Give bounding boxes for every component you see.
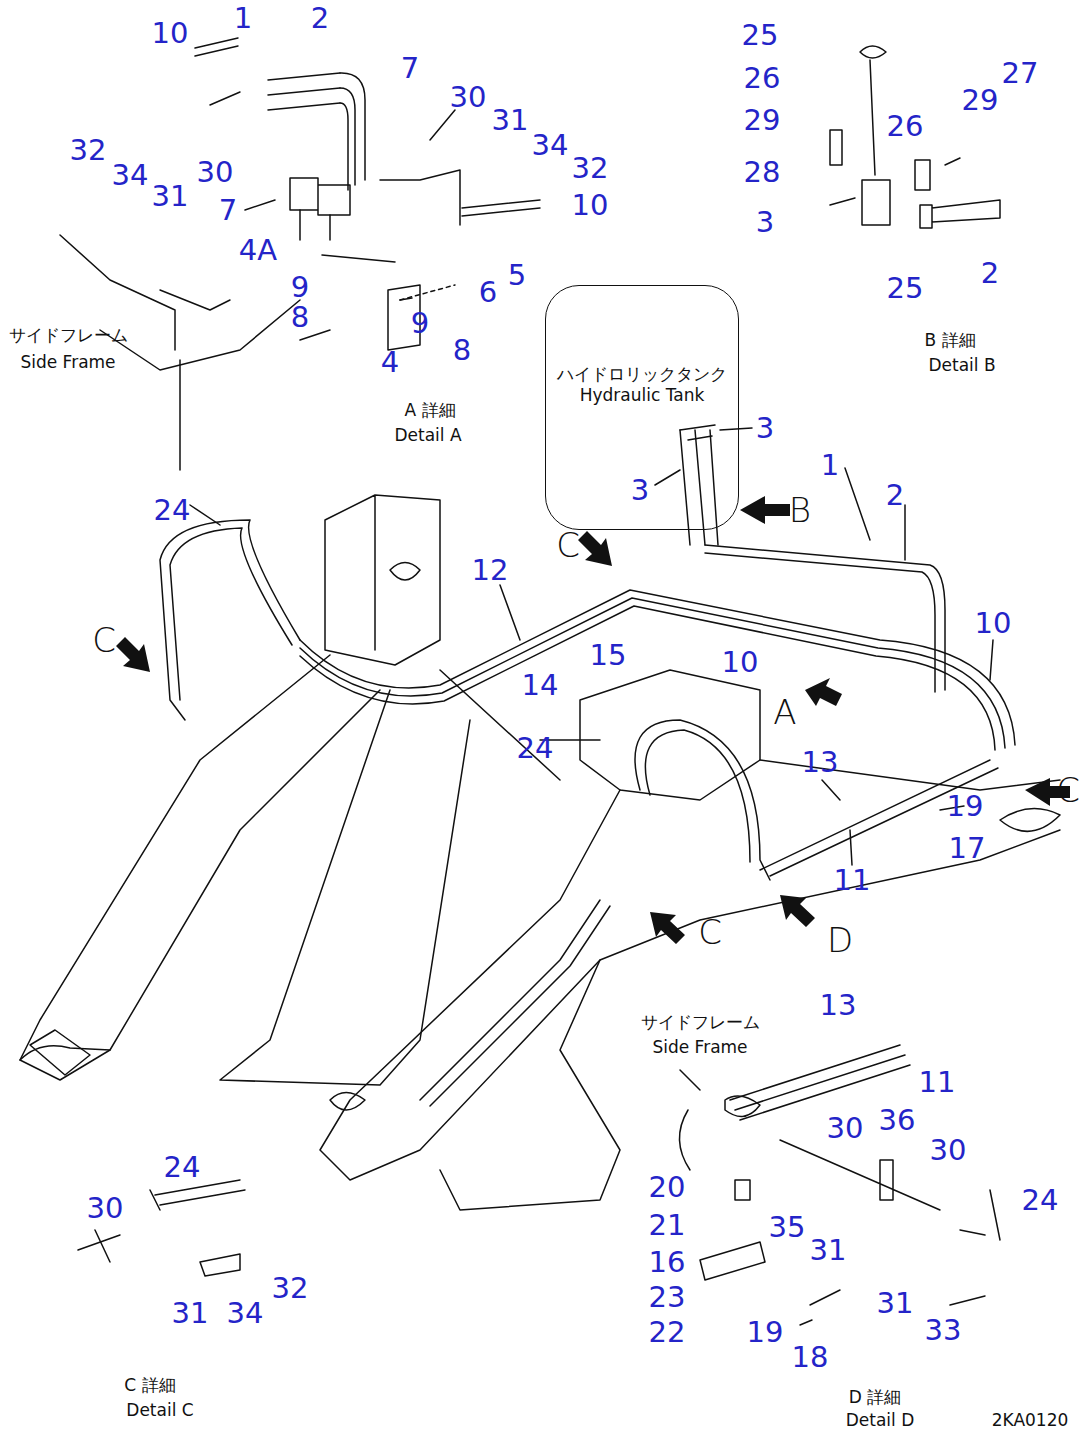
callout-number: 24 [154,496,191,525]
callout-number: 24 [1022,1186,1059,1215]
callout-number: 11 [834,866,871,895]
caption-label: 2KA0120 [992,1412,1069,1429]
callout-number: 10 [975,609,1012,638]
callout-number: 21 [649,1211,686,1240]
caption-label: Side Frame [652,1039,747,1056]
callout-number: 24 [517,734,554,763]
callout-number: 30 [450,83,487,112]
callout-number: 11 [919,1068,956,1097]
tank-outline: ハイドロリックタンクHydraulic Tank [545,285,739,530]
view-letter: C [92,623,116,657]
callout-number: 30 [87,1194,124,1223]
view-letter: C [556,528,580,562]
callout-number: 1 [234,4,252,33]
callout-number: 4 [381,348,399,377]
tank-label: ハイドロリックタンク [546,364,738,385]
callout-number: 3 [756,414,774,443]
callout-number: 30 [930,1136,967,1165]
caption-label: サイドフレーム [641,1014,760,1031]
callout-number: 10 [152,19,189,48]
caption-label: C 詳細 [124,1377,175,1394]
callout-number: 13 [820,991,857,1020]
callout-number: 9 [411,309,429,338]
callout-number: 34 [227,1299,264,1328]
callout-number: 30 [197,158,234,187]
callout-number: 32 [272,1274,309,1303]
caption-label: A 詳細 [404,402,455,419]
callout-number: 16 [649,1248,686,1277]
callout-number: 29 [962,86,999,115]
callout-number: 26 [887,112,924,141]
callout-number: 27 [1002,59,1039,88]
caption-label: B 詳細 [924,332,975,349]
callout-number: 8 [453,336,471,365]
callout-number: 3 [631,476,649,505]
callout-number: 33 [925,1316,962,1345]
callout-number: 8 [291,303,309,332]
callout-number: 9 [291,273,309,302]
callout-number: 2 [886,481,904,510]
callout-number: 10 [722,648,759,677]
callout-number: 25 [887,274,924,303]
callout-number: 31 [492,106,529,135]
view-letter: C [1056,773,1080,807]
callout-number: 32 [70,136,107,165]
view-letter: A [773,695,796,729]
callout-number: 4A [239,236,277,265]
callout-number: 36 [879,1106,916,1135]
callout-number: 20 [649,1173,686,1202]
callout-number: 25 [742,21,779,50]
callout-number: 13 [802,748,839,777]
callout-number: 31 [810,1236,847,1265]
callout-number: 6 [479,278,497,307]
callout-number: 35 [769,1213,806,1242]
callout-number: 7 [219,196,237,225]
callout-number: 1 [821,451,839,480]
callout-number: 17 [949,834,986,863]
callout-number: 10 [572,191,609,220]
callout-number: 31 [172,1299,209,1328]
callout-number: 31 [152,182,189,211]
caption-label: Detail C [126,1402,193,1419]
callout-number: 26 [744,64,781,93]
callout-number: 2 [311,4,329,33]
callout-number: 3 [756,208,774,237]
callout-number: 32 [572,154,609,183]
callout-number: 5 [508,261,526,290]
caption-label: Detail A [394,427,461,444]
view-letter: B [789,493,811,527]
callout-number: 22 [649,1318,686,1347]
caption-label: Detail D [846,1412,915,1429]
callout-number: 14 [522,671,559,700]
view-letter: C [698,915,722,949]
callout-number: 28 [744,158,781,187]
callout-number: 30 [827,1114,864,1143]
view-letter: D [827,923,853,957]
callout-number: 19 [747,1318,784,1347]
callout-number: 15 [590,641,627,670]
caption-label: Detail B [928,357,995,374]
callout-number: 29 [744,106,781,135]
caption-label: サイドフレーム [9,327,128,344]
callout-number: 12 [472,556,509,585]
callout-number: 19 [947,792,984,821]
callout-number: 2 [981,259,999,288]
caption-label: D 詳細 [849,1389,902,1406]
caption-label: Side Frame [20,354,115,371]
callout-number: 23 [649,1283,686,1312]
callout-number: 34 [112,161,149,190]
tank-label: Hydraulic Tank [546,385,738,406]
callout-number: 18 [792,1343,829,1372]
callout-number: 34 [532,131,569,160]
callout-number: 31 [877,1289,914,1318]
callout-number: 7 [401,54,419,83]
callout-number: 24 [164,1153,201,1182]
